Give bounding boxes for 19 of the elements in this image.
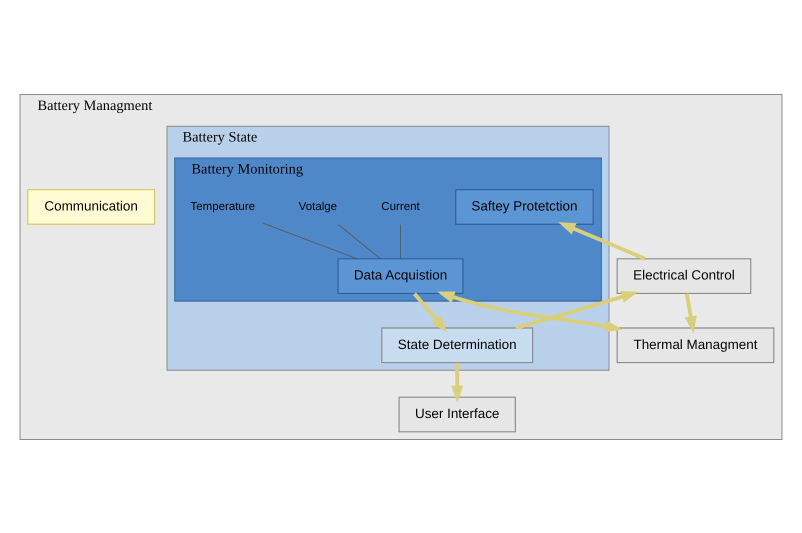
node-box: Communication [27, 188, 156, 224]
node-box: State Determination [381, 326, 534, 363]
node-text: Current [381, 200, 420, 212]
connector [338, 224, 381, 259]
node-text: Votalge [298, 200, 338, 212]
node-box: Data Acquistion [337, 258, 464, 294]
arrow [558, 222, 646, 260]
arrow [451, 362, 464, 402]
node-box: Electrical Control [616, 258, 752, 294]
node-text: Temperature [190, 200, 256, 212]
connector [262, 222, 358, 259]
arrow [684, 292, 697, 334]
arrow [413, 292, 448, 332]
node-box: Thermal Managment [616, 326, 774, 363]
arrow [515, 290, 639, 330]
node-box: User Interface [398, 396, 516, 432]
arrow [437, 290, 623, 332]
connector [400, 224, 401, 259]
node-box: Saftey Protetction [455, 188, 594, 224]
